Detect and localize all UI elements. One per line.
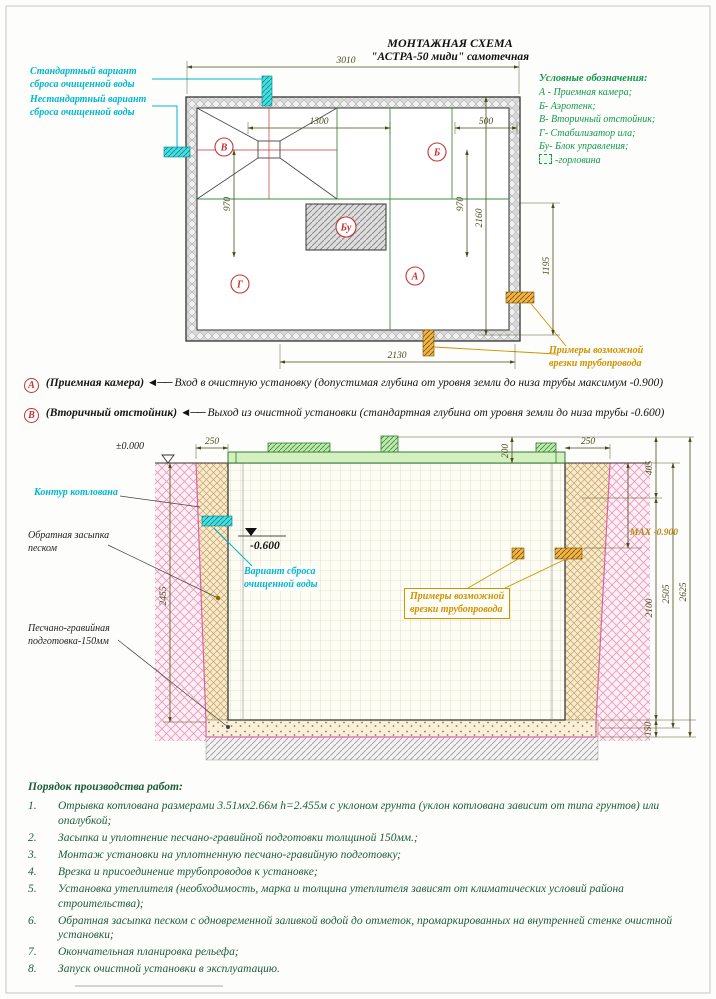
legend-item-a: А - Приемная камера; xyxy=(539,87,632,99)
section-view: 250 250 200 405 2100 150 2505 xyxy=(107,435,696,761)
section-tapping-leader-2 xyxy=(504,558,567,589)
section-outlet-pipe xyxy=(201,515,233,527)
work-item: 1.Отрывка котлована размерами 3.51мх2.66… xyxy=(28,799,660,827)
legend-item-g: Г- Стабилизатор ила; xyxy=(539,127,636,139)
legend-item-neck: -горловина xyxy=(539,153,715,168)
tapping-pipe-right xyxy=(505,291,535,304)
svg-text:Б: Б xyxy=(433,148,441,159)
work-item: 5.Установка утеплителя (необходимость, м… xyxy=(28,882,624,910)
section-outlet-leader xyxy=(213,527,253,567)
compartment-label-bu: Бу xyxy=(335,216,357,238)
svg-text:Г: Г xyxy=(236,280,244,291)
neck-right xyxy=(535,442,557,453)
dim-970-right: 970 xyxy=(456,197,466,212)
left-arrow: ◄── xyxy=(146,377,173,389)
neck-left xyxy=(267,442,331,453)
gravel-base xyxy=(205,719,599,738)
dim-2625: 2625 xyxy=(679,582,689,601)
dim-2455: 2455 xyxy=(159,586,169,605)
dim-2130: 2130 xyxy=(388,351,407,361)
plan-dimensions: 3010 1300 500 970 970 2160 1195 2130 xyxy=(186,56,560,369)
svg-text:Бу: Бу xyxy=(340,223,352,234)
work-item: 2.Засыпка и уплотнение песчано-гравийной… xyxy=(28,831,418,844)
ground-right xyxy=(596,463,650,741)
backfill-leader xyxy=(107,544,219,599)
work-item: 3.Монтаж установки на уплотненную песчан… xyxy=(28,848,401,861)
tapping-label-plan: Примеры возможной врезки трубопровода xyxy=(549,345,644,369)
compartment-label-v: В xyxy=(214,137,234,157)
level-zero-mark xyxy=(161,454,175,464)
work-order-title: Порядок производства работ: xyxy=(28,781,183,793)
nonstandard-outlet-leader xyxy=(152,105,178,147)
tapping-label-section: Примеры возможной врезки трубопровода xyxy=(404,588,511,619)
dim-250-right: 250 xyxy=(581,437,596,447)
note-a-marker: А xyxy=(24,378,39,393)
section-outlet-label: Вариант сброса очищенной воды xyxy=(244,566,318,591)
legend-item-bu: Бу- Блок управления; xyxy=(539,141,629,153)
dim-1300: 1300 xyxy=(310,117,329,127)
backfill-label: Обратная засыпка песком xyxy=(28,530,110,554)
standard-outlet-label: Стандартный вариант сброса очищенной вод… xyxy=(30,66,137,90)
sheet-frame xyxy=(5,5,711,994)
note-a: А (Приемная камера) ◄── Вход в очистную … xyxy=(24,376,678,393)
tank-cover xyxy=(227,451,566,464)
subgrade xyxy=(205,736,599,761)
work-item: 8.Запуск очистной установки в эксплуатац… xyxy=(28,963,280,976)
title-line1: МОНТАЖНАЯ СХЕМА xyxy=(387,36,513,50)
ground-left xyxy=(155,463,206,741)
contour-leader xyxy=(119,495,201,508)
left-arrow: ◄── xyxy=(179,407,206,419)
work-item: 7.Окончательная планировка рельефа; xyxy=(28,946,239,959)
tapping-leader-2 xyxy=(433,346,557,355)
section-tapping-pipe-2 xyxy=(554,547,583,560)
work-order: Порядок производства работ: 1.Отрывка ко… xyxy=(28,780,694,979)
title-line2: "АСТРА-50 миди" самотечная xyxy=(370,51,529,63)
dim-405: 405 xyxy=(645,461,655,476)
drawing-title: МОНТАЖНАЯ СХЕМА "АСТРА-50 миди" самотечн… xyxy=(240,36,660,63)
level-600-label: -0.600 xyxy=(250,540,280,552)
neck-icon xyxy=(539,153,552,164)
section-dimensions: 250 250 200 405 2100 150 2505 xyxy=(159,436,696,738)
tapping-leader-1 xyxy=(527,299,567,347)
legend-item-b: Б- Аэротенк; xyxy=(539,100,596,112)
base-label: Песчано-гравийная подготовка-150мм xyxy=(28,623,110,647)
dim-970-left: 970 xyxy=(223,197,233,212)
dim-1195: 1195 xyxy=(542,257,552,276)
contour-label: Контур котлована xyxy=(34,487,118,498)
dim-250-left: 250 xyxy=(205,437,220,447)
legend-item-v: В- Вторичный отстойник; xyxy=(539,114,656,126)
dim-3010: 3010 xyxy=(336,56,356,66)
note-v: В (Вторичный отстойник) ◄── Выход из очи… xyxy=(24,406,678,423)
tank-body xyxy=(227,462,566,721)
compartment-label-a: А xyxy=(405,266,425,286)
svg-text:А: А xyxy=(411,272,419,283)
max-depth-label: МАХ -0.900 xyxy=(630,528,679,538)
dim-2160: 2160 xyxy=(475,208,485,227)
svg-text:В: В xyxy=(220,143,228,154)
excavation-contour-right xyxy=(595,462,611,737)
sand-backfill-right xyxy=(565,463,610,720)
plan-view: В Б Бу А Г 30 xyxy=(152,56,567,369)
legend: Условные обозначения: А - Приемная камер… xyxy=(539,72,715,167)
base-leader xyxy=(117,639,229,728)
dim-2100: 2100 xyxy=(645,598,655,617)
note-v-marker: В xyxy=(24,408,39,423)
level-zero-label: ±0.000 xyxy=(116,441,144,452)
dim-200: 200 xyxy=(501,444,511,459)
level-600-mark xyxy=(245,528,257,536)
section-tapping-pipe-1 xyxy=(511,547,525,560)
neck-middle xyxy=(380,435,399,453)
section-tapping-leader-1 xyxy=(467,558,519,589)
compartment-label-g: Г xyxy=(230,274,250,294)
standard-outlet-pipe xyxy=(261,75,273,107)
nonstandard-outlet-pipe xyxy=(163,146,191,158)
tapping-pipe-bottom xyxy=(422,329,435,357)
work-item: 6.Обратная засыпка песком с одновременно… xyxy=(28,914,673,942)
nonstandard-outlet-label: Нестандартный вариант сброса очищенной в… xyxy=(30,94,147,118)
legend-title: Условные обозначения: xyxy=(539,73,648,84)
dim-150: 150 xyxy=(644,722,654,737)
work-item: 4.Врезка и присоединение трубопроводов к… xyxy=(28,865,318,878)
dim-2505: 2505 xyxy=(662,584,672,603)
compartment-label-b: Б xyxy=(427,142,447,162)
